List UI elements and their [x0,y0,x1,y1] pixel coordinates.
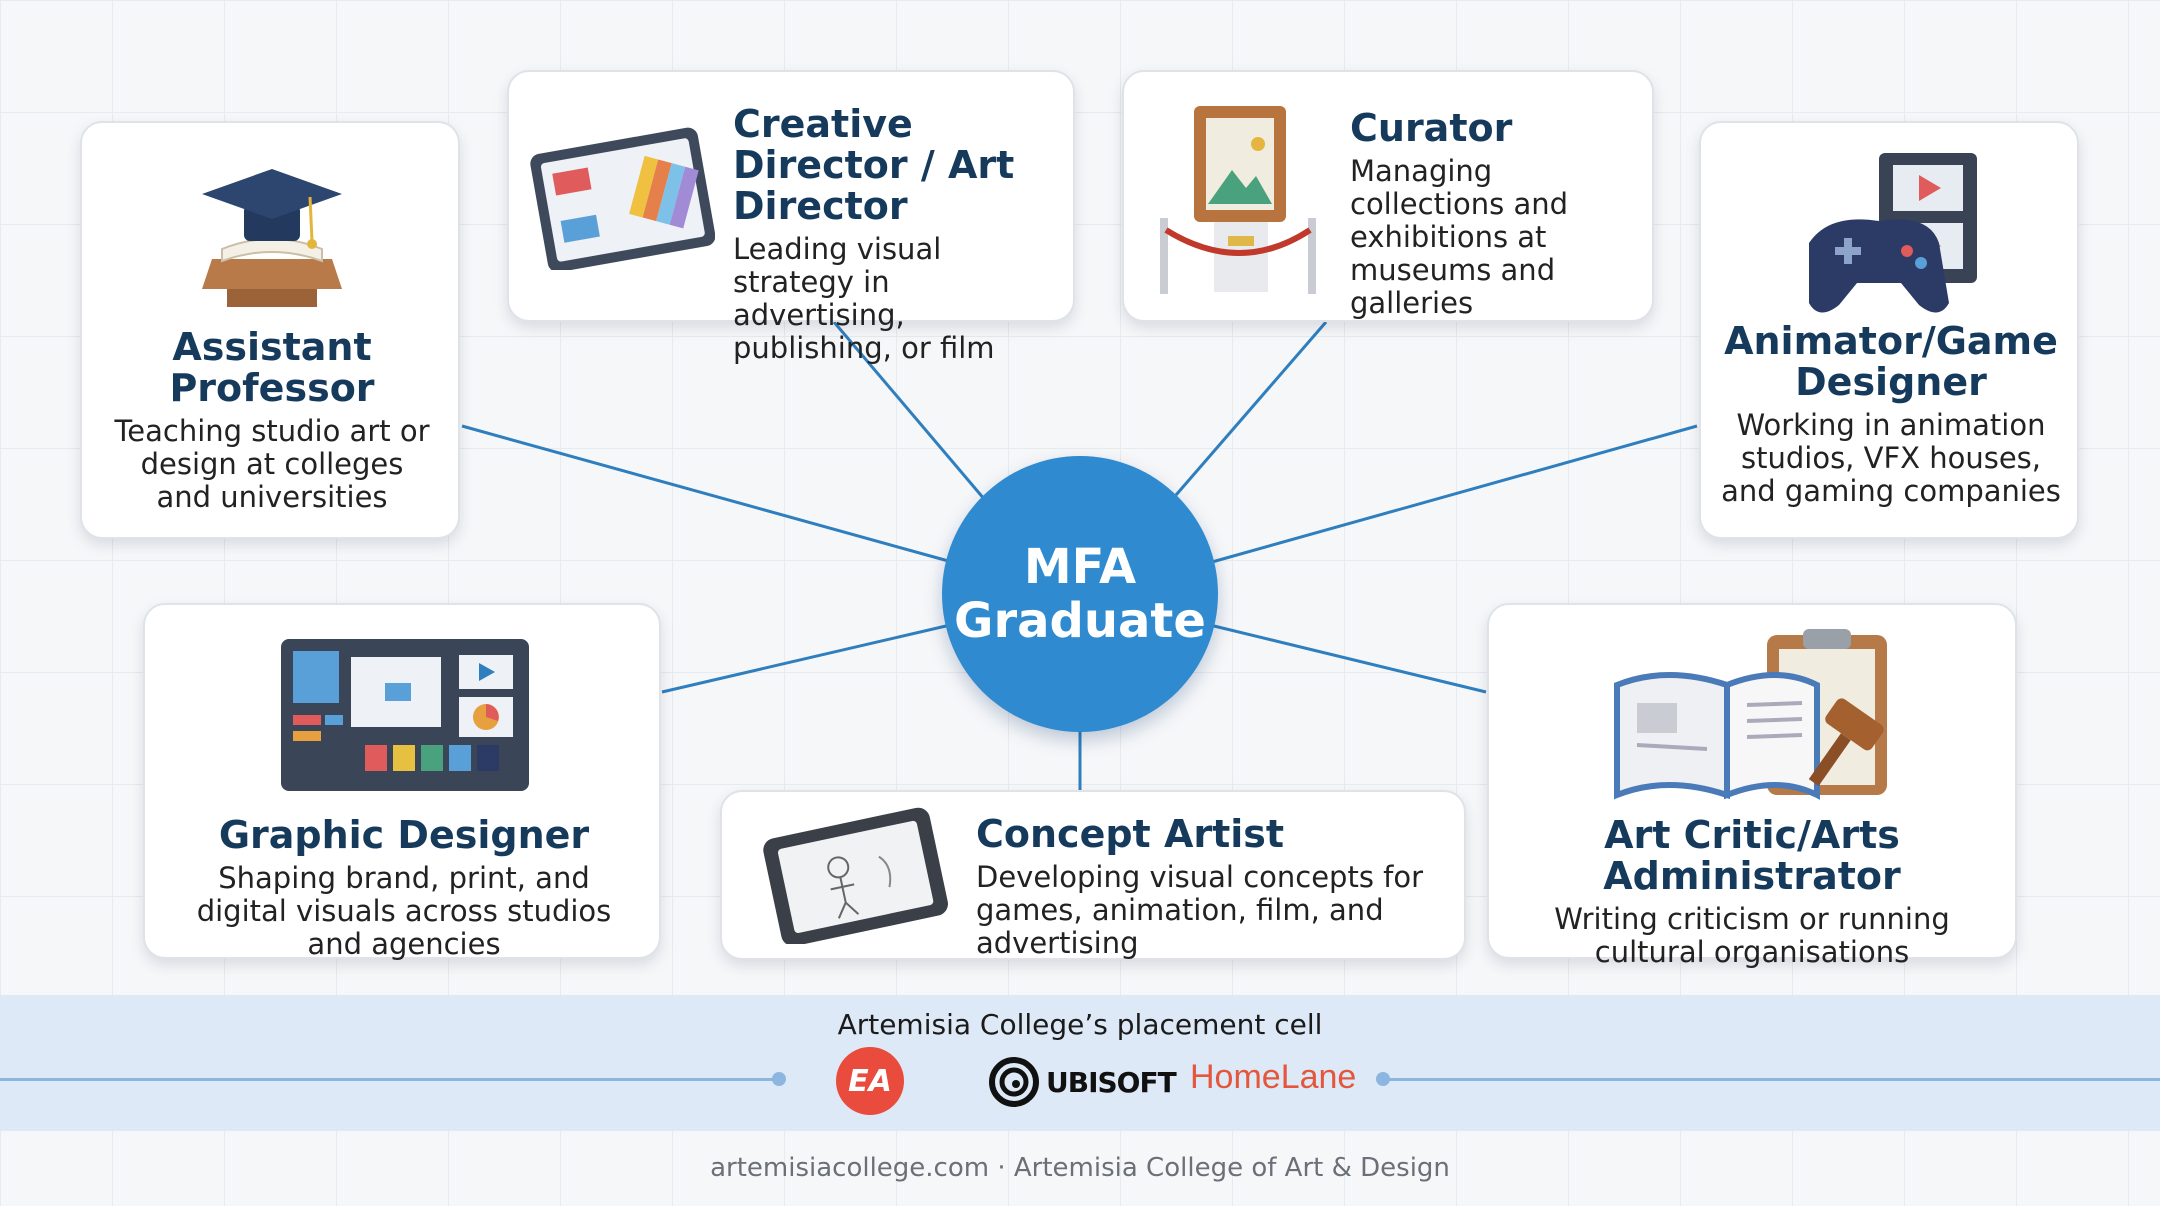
game-controller-film-icon [1809,153,1977,313]
hub-mfa-graduate: MFA Graduate [942,456,1218,732]
card-title: Curator [1350,106,1513,150]
card-graphic-designer[interactable]: Graphic Designer Shaping brand, print, a… [143,603,661,961]
card-text-concept-artist: Concept Artist Developing visual concept… [976,814,1456,960]
color-swatch-tablet-icon [530,127,715,270]
card-animator[interactable]: Animator/Game Designer Working in animat… [1699,121,2079,539]
connector-creative-director [832,321,987,501]
graduation-cap-icon [202,169,342,307]
card-text-assistant-professor: Assistant Professor Teaching studio art … [96,327,448,514]
ubisoft-logo[interactable]: UBISOFT [988,1055,1177,1109]
card-description: Writing criticism or running cultural or… [1554,902,1950,969]
card-title: Art Critic/Arts Administrator [1603,813,1901,898]
connector-graphic-designer [661,624,947,694]
card-description: Working in animation studios, VFX houses… [1721,408,2061,508]
ea-logo-text: EA [848,1063,892,1099]
card-creative-director[interactable]: Creative Director / Art Director Leading… [507,70,1075,365]
card-title: Assistant Professor [169,325,375,410]
card-description: Leading visual strategy in advertising, … [733,232,995,365]
band-line-right [1382,1078,2160,1081]
card-text-creative-director: Creative Director / Art Director Leading… [733,104,1063,365]
card-text-animator: Animator/Game Designer Working in animat… [1715,321,2067,508]
card-description: Developing visual concepts for games, an… [976,860,1424,960]
card-title: Creative Director / Art Director [733,102,1015,228]
ubisoft-logo-text: UBISOFT [1046,1065,1177,1099]
card-text-graphic-designer: Graphic Designer Shaping brand, print, a… [159,815,649,961]
hub-line-2: Graduate [954,593,1206,649]
band-dot-right [1376,1072,1390,1086]
hub-line-1: MFA [1023,539,1137,595]
card-description: Teaching studio art or design at college… [114,414,430,514]
connector-art-critic [1213,624,1487,694]
connector-animator [1211,424,1698,564]
card-title: Animator/Game Designer [1724,319,2058,404]
card-curator[interactable]: Curator Managing collections and exhibit… [1122,70,1654,322]
book-gavel-clipboard-icon [1614,629,1887,800]
footer-text: artemisiacollege.com · Artemisia College… [710,1153,1450,1183]
card-description: Managing collections and exhibitions at … [1350,154,1569,320]
band-dot-left [772,1072,786,1086]
design-dashboard-icon [281,639,529,791]
ea-logo[interactable]: EA [836,1047,904,1115]
card-concept-artist[interactable]: Concept Artist Developing visual concept… [720,790,1466,960]
framed-painting-icon [1160,106,1316,294]
card-art-critic[interactable]: Art Critic/Arts Administrator Writing cr… [1487,603,2017,969]
card-description: Shaping brand, print, and digital visual… [196,861,612,961]
card-title: Concept Artist [976,812,1285,856]
card-text-art-critic: Art Critic/Arts Administrator Writing cr… [1499,815,2005,969]
card-text-curator: Curator Managing collections and exhibit… [1350,108,1640,320]
sketch-tablet-icon [763,807,948,944]
homelane-logo[interactable]: HomeLane [1190,1058,1356,1097]
placement-caption: Artemisia College’s placement cell [837,1008,1323,1041]
band-line-left [0,1078,780,1081]
connector-assistant-professor [461,424,953,564]
homelane-logo-text: HomeLane [1190,1058,1357,1096]
card-title: Graphic Designer [218,813,590,857]
card-assistant-professor[interactable]: Assistant Professor Teaching studio art … [80,121,460,539]
connector-curator [1174,321,1328,496]
placement-band [0,995,2160,1131]
ubisoft-swirl-icon [989,1057,1039,1107]
